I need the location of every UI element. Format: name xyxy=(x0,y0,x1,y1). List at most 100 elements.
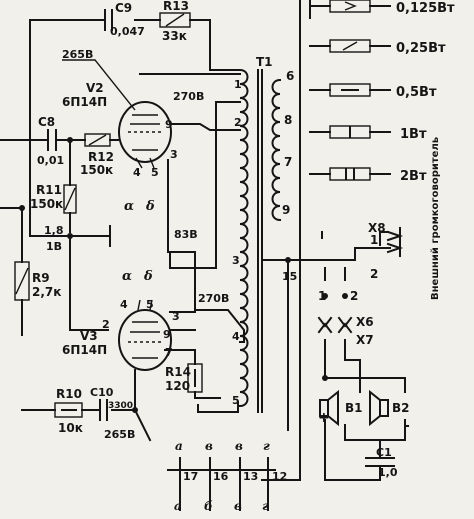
wire-t1-return xyxy=(197,401,239,413)
connector-x8 xyxy=(386,227,404,257)
t1-ref: T1 xyxy=(256,55,273,69)
wire-b-mid xyxy=(344,339,361,393)
wire-c1 xyxy=(324,419,381,481)
bottom-letter2-1: а xyxy=(174,499,182,513)
legend-label-025: 0,25Вт xyxy=(396,41,446,56)
resistor-r11 xyxy=(63,184,77,214)
r10-ref: R10 xyxy=(56,387,82,401)
v2-pin-3: 3 xyxy=(170,148,178,161)
transformer-t1 xyxy=(238,68,282,413)
r12-ref: R12 xyxy=(88,150,114,164)
legend-label-0125: 0,125Вт xyxy=(396,1,455,16)
t1-pin-4: 4 xyxy=(232,330,240,343)
wires xyxy=(0,0,406,511)
capacitor-c9 xyxy=(104,9,113,31)
v2-pin-4: 4 xyxy=(133,166,141,179)
v3-pin-5: 5 xyxy=(146,298,154,311)
c10-ref: C10 xyxy=(90,386,114,399)
t1-pin-15: 15 xyxy=(282,270,297,283)
voltage-83: 83В xyxy=(174,228,198,241)
wire-pin15-bus xyxy=(261,247,391,261)
t1-pin-7: 7 xyxy=(284,155,292,169)
c8-ref: C8 xyxy=(38,115,55,129)
wire-v3-plate xyxy=(169,309,245,343)
v3-alpha: α xyxy=(122,269,132,284)
voltage-270-bot: 270В xyxy=(198,292,229,305)
conn-pin-1-right: 1 xyxy=(370,233,378,247)
tube-v3 xyxy=(118,299,172,371)
capacitor-c8 xyxy=(47,129,57,151)
c1-ref: C1 xyxy=(376,446,392,459)
r9-value: 2,7к xyxy=(32,285,61,299)
minus-sign: - xyxy=(404,418,410,434)
c9-ref: C9 xyxy=(115,1,132,15)
bottom-letter-2: в xyxy=(205,439,213,453)
t1-pin-3: 3 xyxy=(232,254,240,267)
voltage-265-top: 265В xyxy=(62,48,93,61)
wire-x8-left xyxy=(321,231,389,246)
resistor-r12 xyxy=(84,133,111,147)
r13-value: 33к xyxy=(162,29,187,43)
conn-pin-2-left: 2 xyxy=(350,289,358,303)
connector-x6-x7 xyxy=(317,293,353,334)
v2-ref: V2 xyxy=(86,81,104,95)
conn-pin-2-right: 2 xyxy=(370,267,378,281)
wire-v3-screen xyxy=(169,279,196,313)
r14-ref: R14 xyxy=(165,365,191,379)
wire-x6-top xyxy=(324,267,346,281)
wire-r14 xyxy=(164,349,221,399)
legend-label-1: 1Вт xyxy=(400,127,427,142)
c9-value: 0,047 xyxy=(110,25,145,38)
v3-type: 6П14П xyxy=(62,343,107,357)
speaker-b2 xyxy=(369,389,389,427)
wire-c1-top xyxy=(344,424,381,441)
v2-type: 6П14П xyxy=(62,95,107,109)
t1-pin-5: 5 xyxy=(232,394,240,407)
legend-label-2: 2Вт xyxy=(400,169,427,184)
wire-b2-ret xyxy=(379,419,406,441)
wire-v3-grid xyxy=(69,235,109,331)
c1-value: 1,0 xyxy=(378,466,398,479)
x8-ref: X8 xyxy=(368,221,386,235)
c10-value: 3300 xyxy=(108,401,133,411)
bottom-pin-13: 13 xyxy=(243,470,258,483)
labels: C9 0,047 R13 33к 265В V2 6П14П 270В C8 0… xyxy=(30,0,455,513)
junction xyxy=(322,375,328,381)
r11-ref: R11 xyxy=(36,183,62,197)
resistor-r13 xyxy=(159,12,191,28)
voltage-270-top: 270В xyxy=(173,90,204,103)
plus-sign: + xyxy=(318,410,330,426)
voltage-265-bot: 265В xyxy=(104,428,135,441)
ext-speaker-label: Внешний громкоговоритель xyxy=(430,137,441,300)
bottom-letter-1: а xyxy=(175,439,183,453)
bottom-letter2-3: в xyxy=(234,499,242,513)
v3-pin-3: 3 xyxy=(172,310,180,323)
wire-bottom-pins xyxy=(179,457,269,511)
capacitor-c1 xyxy=(365,439,395,471)
v2-pin-5: 5 xyxy=(151,166,159,179)
node-1b: 1В xyxy=(46,240,62,253)
frame-vertical xyxy=(261,0,301,481)
v2-beta: δ xyxy=(145,199,155,214)
v3-beta: δ xyxy=(143,269,153,284)
bottom-pin-17: 17 xyxy=(183,470,198,483)
bottom-letter2-4: г xyxy=(262,499,269,513)
resistor-r10 xyxy=(54,402,83,418)
wire-v2-plate xyxy=(169,123,241,131)
r10-value: 10к xyxy=(58,421,83,435)
v2-alpha: α xyxy=(124,199,134,214)
r11-value: 150к xyxy=(30,197,63,211)
v2-pin-9: 9 xyxy=(165,118,173,131)
b1-ref: B1 xyxy=(345,401,363,415)
t1-pin-1: 1 xyxy=(234,78,242,91)
legend-label-05: 0,5Вт xyxy=(396,85,437,100)
v3-pin-7: 7 xyxy=(165,346,173,359)
bottom-pin-16: 16 xyxy=(213,470,229,483)
wire-v3-grid-bottom xyxy=(134,369,152,442)
tube-v2 xyxy=(118,101,172,169)
t1-pin-8: 8 xyxy=(284,113,292,127)
resistor-r9 xyxy=(14,261,30,301)
legend-symbols xyxy=(309,0,391,181)
